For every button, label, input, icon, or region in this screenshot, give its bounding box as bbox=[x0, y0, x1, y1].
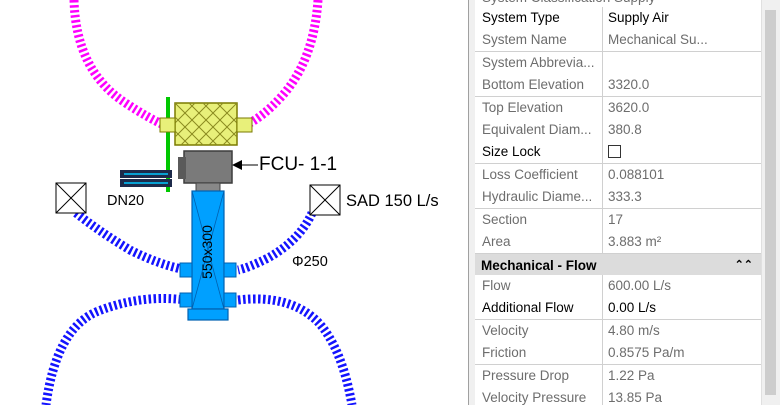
prop-row[interactable]: Size Lock bbox=[475, 141, 761, 165]
scrollbar-thumb[interactable] bbox=[765, 10, 776, 395]
prop-row[interactable]: Equivalent Diam... 380.8 bbox=[475, 119, 761, 142]
prop-row[interactable]: Bottom Elevation 3320.0 bbox=[475, 74, 761, 98]
prop-name: System Type bbox=[475, 7, 603, 29]
section-title: Mechanical - Flow bbox=[481, 258, 597, 273]
prop-row[interactable]: Friction 0.8575 Pa/m bbox=[475, 342, 761, 366]
prop-value[interactable]: Mechanical Su... bbox=[608, 32, 708, 48]
prop-name: Bottom Elevation bbox=[475, 74, 603, 97]
fcu-collar-right bbox=[236, 117, 253, 133]
prop-name: Velocity bbox=[475, 319, 603, 342]
flex-duct-blue-upper-right bbox=[236, 211, 317, 275]
prop-name: Velocity Pressure bbox=[475, 387, 603, 405]
prop-value[interactable]: 0.8575 Pa/m bbox=[608, 345, 685, 361]
flex-duct-magenta-left bbox=[69, 0, 168, 131]
prop-value[interactable]: 380.8 bbox=[608, 122, 642, 137]
flex-duct-magenta-right bbox=[242, 0, 323, 131]
terminal-flow-label: SAD 150 L/s bbox=[346, 192, 439, 210]
fcu-body bbox=[183, 150, 233, 184]
prop-name: Loss Coefficient bbox=[475, 163, 603, 186]
air-terminal-right bbox=[309, 184, 341, 216]
prop-row[interactable]: Velocity Pressure 13.85 Pa bbox=[475, 387, 761, 405]
prop-row[interactable]: System Abbrevia... bbox=[475, 51, 761, 75]
prop-row[interactable]: Loss Coefficient 0.088101 bbox=[475, 163, 761, 187]
flex-duct-blue-upper-left bbox=[73, 209, 187, 275]
scrollbar[interactable] bbox=[761, 0, 780, 405]
prop-row[interactable]: System Name Mechanical Su... bbox=[475, 29, 761, 53]
prop-row[interactable]: Section 17 bbox=[475, 208, 761, 232]
prop-value[interactable]: 3.883 m² bbox=[608, 234, 662, 249]
double-chevron-up-icon[interactable]: ⌃⌃ bbox=[734, 259, 753, 271]
prop-value[interactable]: Supply Air bbox=[608, 10, 669, 25]
prop-row[interactable]: Velocity 4.80 m/s bbox=[475, 319, 761, 343]
prop-name: Flow bbox=[475, 275, 603, 297]
size-lock-checkbox[interactable] bbox=[608, 145, 621, 159]
fcu-tag-label: FCU- 1-1 bbox=[259, 154, 338, 175]
prop-row[interactable]: Top Elevation 3620.0 bbox=[475, 96, 761, 120]
flex-diameter-label: Φ250 bbox=[292, 254, 328, 270]
prop-value[interactable]: 0.088101 bbox=[608, 166, 665, 182]
drawing-canvas[interactable]: FCU- 1-1 DN20 SAD 150 L/s Φ250 550x300 bbox=[0, 0, 468, 405]
prop-partial-text: System Classification Supply bbox=[475, 0, 761, 9]
prop-value[interactable] bbox=[604, 52, 761, 74]
duct-size-label: 550x300 bbox=[198, 225, 215, 279]
prop-value[interactable]: 3320.0 bbox=[608, 77, 650, 93]
prop-row[interactable]: Flow 600.00 L/s bbox=[475, 275, 761, 298]
prop-value[interactable]: 4.80 m/s bbox=[608, 322, 660, 338]
prop-name: Pressure Drop bbox=[475, 364, 603, 387]
fcu-hatch bbox=[174, 102, 238, 146]
prop-value[interactable]: 17 bbox=[608, 211, 624, 227]
fcu-collar-left bbox=[159, 117, 176, 133]
mep-drawing[interactable] bbox=[0, 0, 468, 405]
prop-name: System Abbrevia... bbox=[475, 51, 603, 74]
fcu-leader-arrow bbox=[232, 160, 242, 170]
prop-name: Friction bbox=[475, 342, 603, 365]
fcu-outlet bbox=[195, 182, 221, 192]
prop-name: Size Lock bbox=[475, 141, 603, 164]
prop-name: Area bbox=[475, 231, 603, 253]
prop-row[interactable]: System Type Supply Air bbox=[475, 7, 761, 30]
prop-row[interactable]: Pressure Drop 1.22 Pa bbox=[475, 364, 761, 388]
pipe-green bbox=[166, 97, 170, 192]
pipe-fittings bbox=[120, 170, 172, 187]
prop-row[interactable]: Additional Flow 0.00 L/s bbox=[475, 297, 761, 321]
pipe-size-label: DN20 bbox=[107, 193, 145, 209]
prop-value[interactable]: 0.00 L/s bbox=[608, 300, 657, 316]
properties-panel: System Classification Supply System Type… bbox=[468, 0, 780, 405]
prop-name: System Name bbox=[475, 29, 603, 52]
prop-name: Additional Flow bbox=[475, 297, 603, 320]
fcu-connector bbox=[178, 157, 186, 179]
prop-name: Hydraulic Diame... bbox=[475, 186, 603, 209]
fcu-return-plenum bbox=[174, 102, 238, 146]
prop-row[interactable]: Hydraulic Diame... 333.3 bbox=[475, 186, 761, 210]
prop-row[interactable]: Area 3.883 m² bbox=[475, 231, 761, 254]
air-terminal-left bbox=[55, 182, 87, 214]
prop-value[interactable]: 13.85 Pa bbox=[608, 390, 663, 405]
prop-name: Equivalent Diam... bbox=[475, 119, 603, 141]
prop-value[interactable]: 3620.0 bbox=[608, 99, 650, 115]
flex-duct-blue-lower-right bbox=[237, 294, 357, 405]
prop-name: Top Elevation bbox=[475, 96, 603, 119]
prop-value[interactable]: 600.00 L/s bbox=[608, 278, 672, 293]
prop-value[interactable]: 333.3 bbox=[608, 189, 642, 205]
prop-name: Section bbox=[475, 208, 603, 231]
takeoff-collars bbox=[179, 262, 237, 308]
supply-duct-end bbox=[187, 308, 229, 321]
prop-value-checkbox[interactable] bbox=[604, 141, 761, 163]
flex-duct-blue-lower-left bbox=[41, 294, 187, 405]
prop-value[interactable]: 1.22 Pa bbox=[608, 367, 655, 383]
